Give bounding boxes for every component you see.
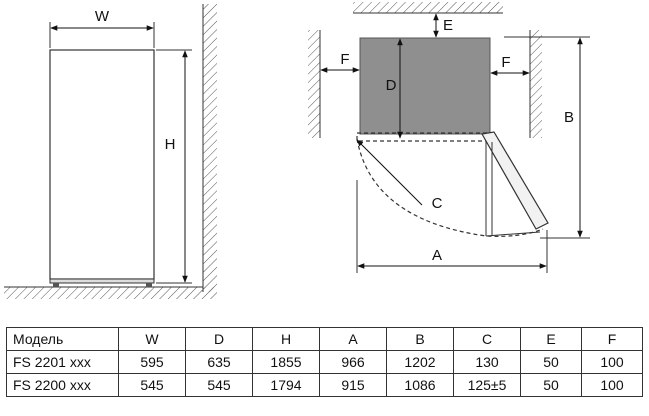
appliance-foot-left [53,283,59,287]
table-cell: 545 [118,373,186,397]
header-cell: F [581,327,643,351]
table-cell: 50 [520,373,582,397]
total-height-label: B [564,109,574,126]
header-cell: E [520,327,582,351]
header-cell: B [386,327,454,351]
wall-hatch-top [353,2,503,13]
table-cell: 915 [319,373,387,397]
clearance-right-label: F [501,54,510,71]
door-swing-arc [356,138,544,237]
depth-label: D [386,77,397,94]
appliance-plinth [49,278,155,284]
header-cell: C [453,327,521,351]
table-header-row: Модель W D H A B C E F [6,327,643,351]
table-cell: 1086 [386,373,454,397]
wall-hatch-right [203,4,217,292]
table-cell: 100 [581,350,643,374]
table-cell: 966 [319,350,387,374]
table-cell: 100 [581,373,643,397]
wall-hatch-side-right [530,30,542,138]
table-row: FS 2201 xxx 595 635 1855 966 1202 130 50… [6,350,643,374]
table-cell: FS 2200 xxx [6,373,119,397]
header-cell: W [118,327,186,351]
total-depth-label: A [432,247,442,264]
table-cell: 595 [118,350,186,374]
table-cell: 635 [185,350,253,374]
table-cell: 50 [520,350,582,374]
wall-hatch-left [308,30,320,138]
door-radius-line [356,139,423,206]
appliance-front [49,49,155,280]
floor-hatch [4,287,217,299]
table-cell: 125±5 [453,373,521,397]
door-open [481,131,549,230]
table-row: FS 2200 xxx 545 545 1794 915 1086 125±5 … [6,373,643,397]
table-cell: 1794 [252,373,320,397]
header-cell: A [319,327,387,351]
table-cell: 130 [453,350,521,374]
header-cell: Модель [6,327,119,351]
table-cell: 1855 [252,350,320,374]
top-view: C D E F F B A [308,2,590,273]
clearance-left-label: F [340,51,349,68]
header-cell: H [252,327,320,351]
width-label: W [95,8,110,25]
table-cell: 545 [185,373,253,397]
height-label: H [165,136,176,153]
appliance-top [359,37,491,135]
front-view: W H [4,4,217,299]
door-radius-label: C [432,195,443,212]
clearance-top-label: E [443,17,453,34]
table-cell: 1202 [386,350,454,374]
dimensions-table: Модель W D H A B C E F FS 2201 xxx 595 6… [6,327,643,397]
appliance-foot-right [146,283,152,287]
table-cell: FS 2201 xxx [6,350,119,374]
installation-diagram: W H C D E [4,2,590,299]
header-cell: D [185,327,253,351]
